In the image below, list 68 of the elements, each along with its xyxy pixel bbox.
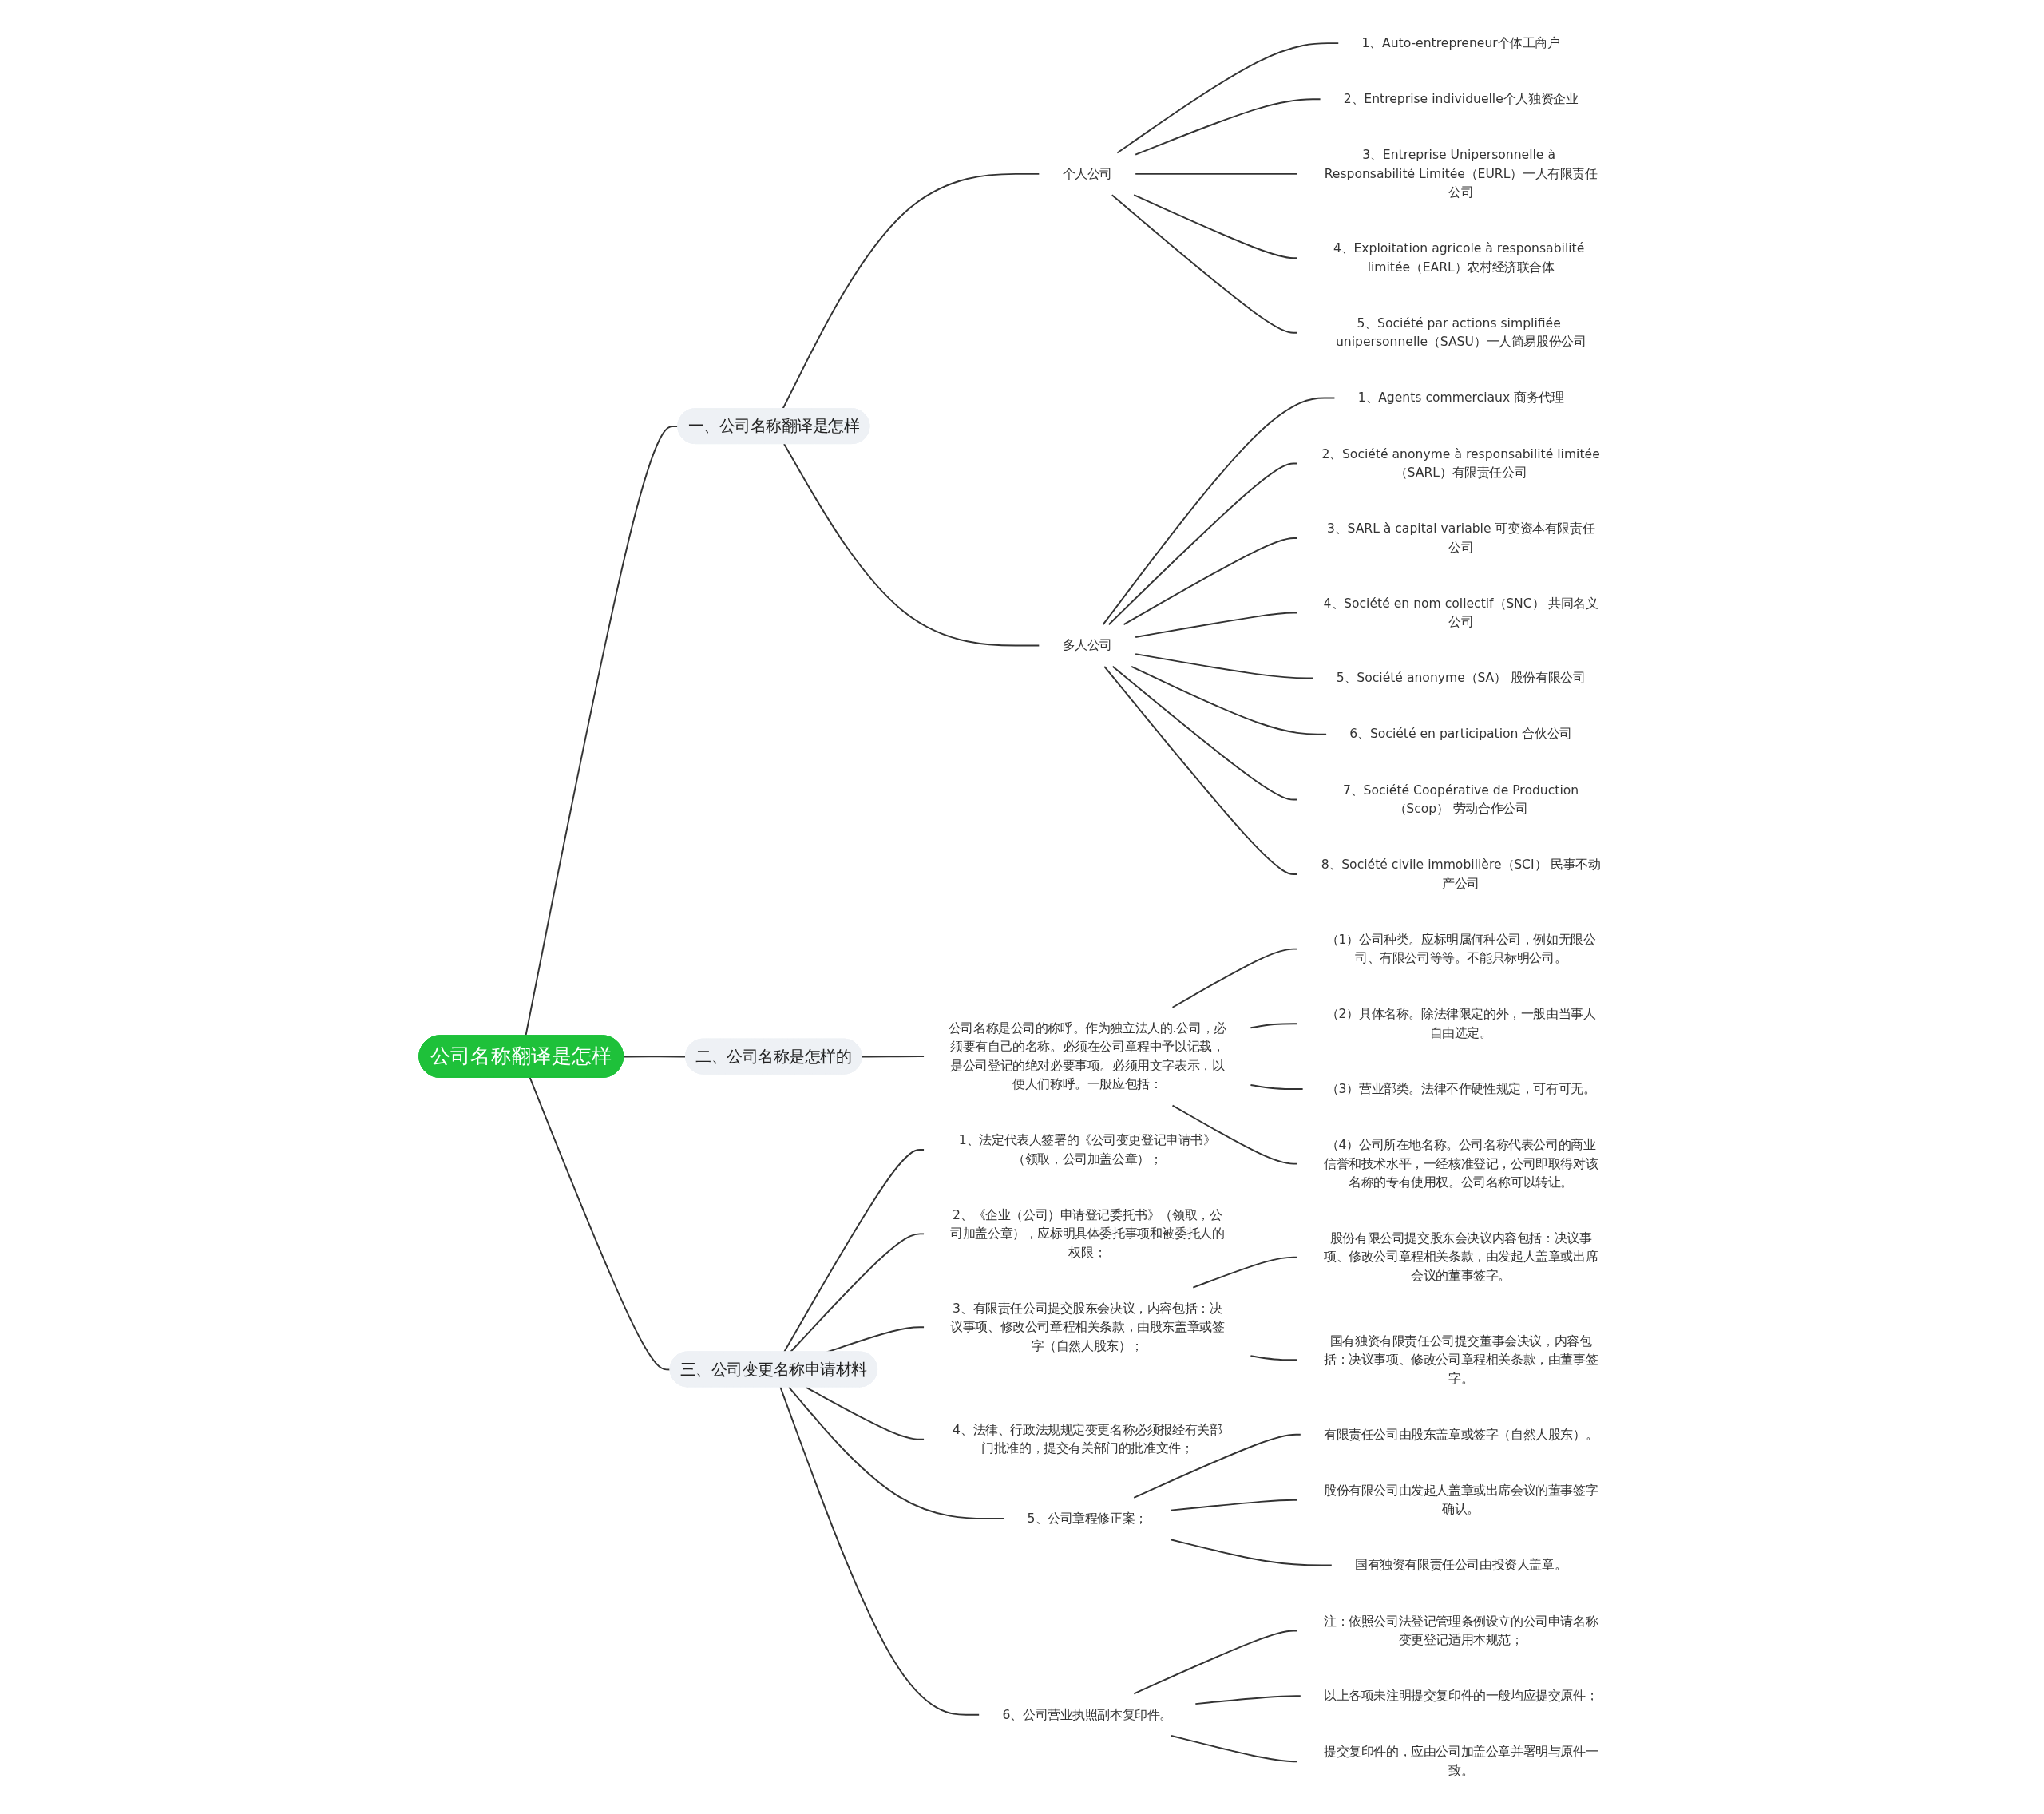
node-text: 国有独资有限责任公司由投资人盖章。 <box>1355 1557 1567 1573</box>
connector <box>788 1386 1005 1520</box>
node-text: （4）公司所在地名称。公司名称代表公司的商业信誉和技术水平，一经核准登记，公司即取得对该名称的专有使用权。公司名称可以转让。 <box>1324 1137 1598 1190</box>
node-text: 7、Société Coopérative de Production（Scop） 劳动合作公司 <box>1343 782 1579 816</box>
node-text: 以上各项未注明提交复印件的一般均应提交原件； <box>1324 1688 1598 1704</box>
node-text: 多人公司 <box>1063 637 1113 653</box>
node-text: 2、Entreprise individuelle个人独资企业 <box>1344 91 1579 107</box>
node-text: 股份有限公司提交股东会决议内容包括：决议事项、修改公司章程相关条款，由发起人盖章或出席会议的董事签字。 <box>1324 1230 1598 1283</box>
node-text: 1、Auto-entrepreneur个体工商户 <box>1361 35 1561 50</box>
connector <box>1135 98 1321 156</box>
connector <box>1103 397 1336 626</box>
node-text: 5、Société anonyme（SA） 股份有限公司 <box>1337 670 1586 686</box>
connector <box>1111 194 1299 334</box>
connector <box>1108 462 1299 626</box>
connector <box>1194 1695 1302 1705</box>
connector <box>779 1386 980 1716</box>
connector <box>1170 1499 1299 1511</box>
node-text: （1）公司种类。应标明属何种公司，例如无限公司、有限公司等等。不能只标明公司。 <box>1326 932 1596 966</box>
connector <box>790 1233 925 1353</box>
connector <box>1133 1630 1299 1695</box>
connector <box>1135 172 1299 175</box>
node-text: 公司名称是公司的称呼。作为独立法人的.公司，必须要有自己的名称。必须在公司章程中予以记载，是公司登记的绝对必要事项。必须用文字表示，以便人们称呼。一般应包括： <box>949 1020 1227 1091</box>
connector <box>1123 537 1299 626</box>
connector <box>1103 665 1299 876</box>
connector <box>1133 1433 1302 1499</box>
node-text: 1、Agents commerciaux 商务代理 <box>1358 390 1564 406</box>
connector <box>805 1386 925 1440</box>
connector <box>1170 1539 1333 1566</box>
connector <box>862 1056 925 1058</box>
node-text: 6、公司营业执照副本复印件。 <box>1002 1706 1173 1722</box>
connector <box>1135 653 1314 679</box>
connector <box>1133 194 1299 259</box>
node-text: 1、法定代表人签署的《公司变更登记申请书》（领取，公司加盖公章）； <box>959 1132 1217 1166</box>
node-text: 4、法律、行政法规规定变更名称必须报经有关部门批准的，提交有关部门的批准文件； <box>953 1422 1222 1456</box>
connector <box>1250 1084 1305 1091</box>
connector <box>1171 1735 1299 1763</box>
connector <box>826 1326 925 1353</box>
node-text: 有限责任公司由股东盖章或签字（自然人股东）。 <box>1324 1427 1598 1442</box>
connector <box>1135 612 1299 638</box>
node-text: （3）营业部类。法律不作硬性规定，可有可无。 <box>1326 1081 1596 1096</box>
node-text: 2、《企业（公司）申请登记委托书》（领取，公司加盖公章），应标明具体委托事项和被委托人的权限； <box>950 1207 1225 1260</box>
node-text: 2、Société anonyme à responsabilité limitée（SARL）有限责任公司 <box>1321 446 1601 480</box>
connector <box>1250 1023 1299 1029</box>
node-text: 股份有限公司由发起人盖章或出席会议的董事签字确认。 <box>1324 1483 1598 1517</box>
connector <box>1172 948 1299 1008</box>
node-text: 6、Société en participation 合伙公司 <box>1349 726 1573 742</box>
connector <box>783 443 1040 647</box>
connector <box>1131 665 1328 735</box>
node-text: 国有独资有限责任公司提交董事会决议，内容包括：决议事项、修改公司章程相关条款，由董事签字。 <box>1324 1333 1598 1386</box>
node-text: 3、SARL à capital variable 可变资本有限责任公司 <box>1327 521 1595 555</box>
connector <box>1250 1355 1299 1361</box>
connector <box>783 1149 925 1353</box>
node-text: 4、Exploitation agricole à responsabilité limitée（EARL）农村经济联合体 <box>1333 240 1585 275</box>
node-text: 3、有限责任公司提交股东会决议，内容包括：决议事项、修改公司章程相关条款，由股东盖章或签字（自然人股东）； <box>950 1301 1225 1353</box>
node-text: 个人公司 <box>1063 166 1113 181</box>
connector <box>1116 42 1340 154</box>
node-text: 4、Société en nom collectif（SNC） 共同名义公司 <box>1324 596 1599 630</box>
connector <box>1172 1104 1299 1165</box>
connector <box>623 1056 687 1058</box>
node-text: 5、Société par actions simplifiée unipersonnelle（SASU）一人简易股份公司 <box>1336 315 1586 350</box>
connector <box>1112 665 1299 801</box>
node-text: 5、公司章程修正案； <box>1028 1511 1148 1526</box>
node-text: 8、Société civile immobilière（SCI） 民事不动产公司 <box>1321 857 1601 891</box>
node-text: （2）具体名称。除法律限定的外，一般由当事人自由选定。 <box>1326 1006 1596 1040</box>
node-text: 3、Entreprise Unipersonnelle à Responsabilité Limitée（EURL）一人有限责任公司 <box>1325 147 1598 200</box>
node-text: 提交复印件的，应由公司加盖公章并署明与原件一致。 <box>1324 1744 1598 1778</box>
connector <box>1192 1256 1299 1289</box>
node-text: 注：依照公司法登记管理条例设立的公司申请名称变更登记适用本规范； <box>1324 1614 1598 1647</box>
